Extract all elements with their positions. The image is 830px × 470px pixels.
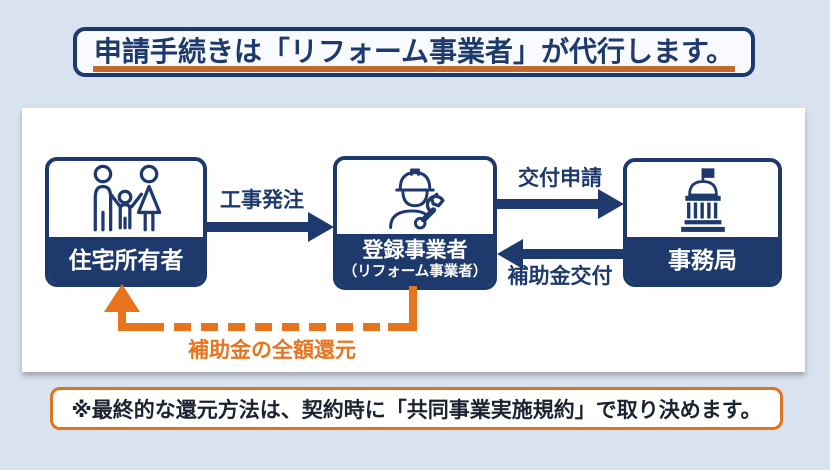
- arrow-head-right-icon: [598, 189, 624, 219]
- arrow-label-subsidy-grant: 補助金交付: [507, 265, 613, 288]
- arrow-shaft: [207, 222, 309, 232]
- node-office: 事務局: [623, 158, 782, 287]
- note-text: ※最終的な還元方法は、契約時に「共同事業実施規約」で取り決めます。: [71, 398, 762, 422]
- node-label: 事務局: [627, 237, 778, 283]
- title-underline: [93, 66, 735, 72]
- node-office-label: 事務局: [668, 246, 737, 273]
- node-label: 住宅所有者: [49, 237, 203, 283]
- arrow-shaft: [497, 199, 599, 209]
- arrow-head-left-icon: [497, 239, 523, 269]
- node-label: 登録事業者 （リフォーム事業者）: [337, 234, 493, 286]
- arrow-label-grant-application: 交付申請: [518, 167, 602, 190]
- title-banner: 申請手続きは「リフォーム事業者」が代行します。: [73, 27, 755, 77]
- note-box: ※最終的な還元方法は、契約時に「共同事業実施規約」で取り決めます。: [50, 387, 783, 430]
- node-contractor-icon-area: [337, 160, 493, 234]
- node-homeowner-label: 住宅所有者: [68, 246, 184, 273]
- arrow-label-full-refund: 補助金の全額還元: [188, 339, 356, 362]
- arrow-label-construction-order: 工事発注: [220, 189, 304, 212]
- government-building-icon: [661, 165, 745, 235]
- worker-icon: [371, 163, 459, 231]
- page-title: 申請手続きは「リフォーム事業者」が代行します。: [93, 36, 735, 67]
- diagram-panel: 住宅所有者: [22, 108, 805, 372]
- arrow-head-right-icon: [308, 212, 334, 242]
- node-contractor-sublabel: （リフォーム事業者）: [342, 264, 488, 281]
- node-contractor-label: 登録事業者: [362, 239, 468, 263]
- arrow-shaft: [522, 249, 623, 259]
- node-homeowner-icon-area: [49, 161, 203, 237]
- node-homeowner: 住宅所有者: [45, 157, 207, 287]
- orange-return-arrow: [104, 284, 417, 331]
- family-icon: [78, 162, 174, 236]
- node-office-icon-area: [627, 162, 778, 237]
